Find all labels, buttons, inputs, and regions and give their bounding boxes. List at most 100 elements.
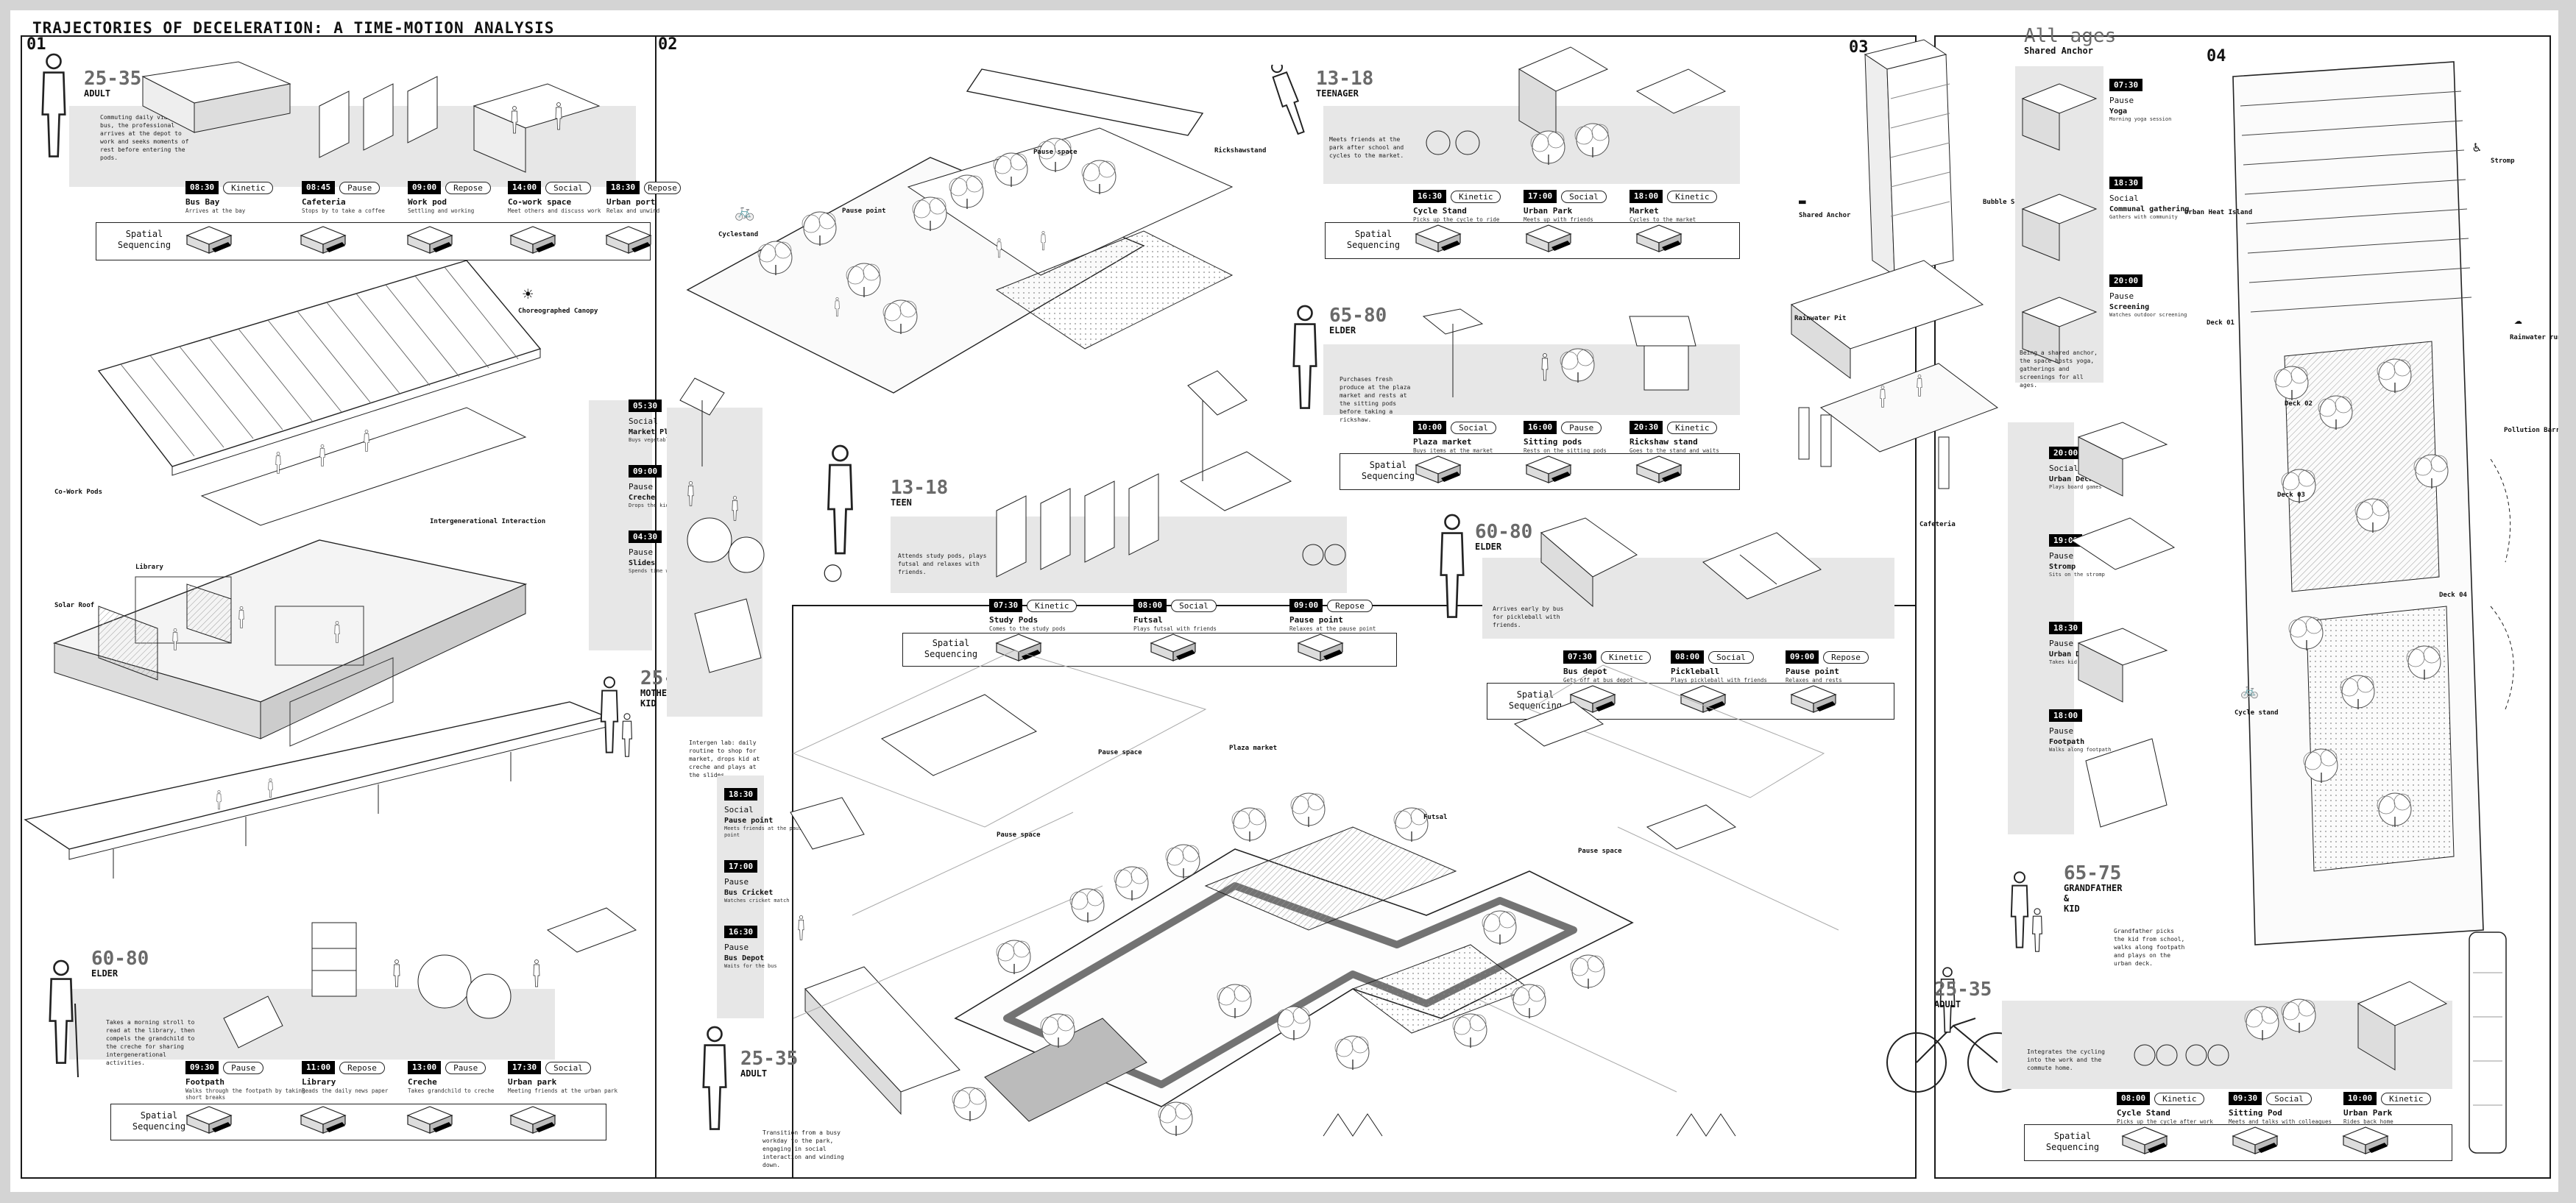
age: 25-35 [1934, 979, 1992, 1001]
age: 25-35 [740, 1048, 799, 1070]
place: Urban park [508, 1077, 557, 1087]
sequence-label: Spatial Sequencing [132, 1110, 186, 1132]
desc: Relaxes and rests [1786, 677, 1842, 684]
role: ADULT [1934, 999, 1961, 1009]
desc: Watches outdoor screening [2109, 312, 2187, 318]
desc: Meet others and discuss work [508, 207, 601, 214]
time-badge: 08:30 [185, 181, 219, 194]
p4-callout-urban-heat-island: Urban Heat Island [2184, 209, 2253, 216]
p2-adult-band [717, 776, 764, 1018]
mode-pill: Pause [223, 1061, 264, 1074]
time-badge: 18:30 [2109, 177, 2143, 189]
p1-bottom-pods [186, 1106, 556, 1134]
role: GRANDFATHER & KID [2064, 883, 2123, 914]
place: Creche [629, 494, 656, 502]
place: Futsal [1133, 615, 1163, 625]
wheelchair-icon: ♿ [2473, 140, 2481, 155]
time-badge: 05:30 [629, 400, 662, 412]
place: Cycle Stand [1413, 206, 1467, 216]
time-badge: 09:00 [1289, 599, 1323, 612]
age: 65-80 [1329, 305, 1387, 327]
panel-number-03: 03 [1849, 38, 1869, 57]
place: Urban port [606, 197, 656, 207]
p3-grandfather-art [2070, 422, 2176, 828]
place: Rickshaw stand [1630, 437, 1698, 447]
desc: Picks up the cycle to ride [1413, 216, 1500, 223]
mode: Pause [2049, 551, 2074, 561]
time-badge: 20:00 [2049, 447, 2083, 459]
p2-teen-art [996, 370, 1346, 578]
place: Bus Bay [185, 197, 220, 207]
place: Market [1630, 206, 1659, 216]
mode-pill: Social [1708, 650, 1754, 664]
time-badge: 18:30 [606, 181, 640, 194]
desc: Meets friends at the pause point [724, 826, 805, 838]
mode: Social [724, 805, 754, 815]
place: Stromp [2049, 563, 2076, 571]
p4-linear-park-axonometric [2232, 61, 2514, 945]
mode-pill: Social [1451, 421, 1496, 434]
p1-bottom-isometric-art [223, 907, 637, 1048]
mode: Pause [2049, 726, 2074, 736]
panel-number-01: 01 [26, 35, 46, 54]
place: Urban Park [2343, 1108, 2393, 1118]
age: All ages [2024, 25, 2117, 47]
teen-figure-icon [824, 444, 853, 582]
p3-allages-note: Being a shared anchor, the space hosts y… [2020, 349, 2098, 388]
p2-callout-pause-point: Pause point [842, 207, 886, 215]
p2-teen-note: Attends study pods, plays futsal and rel… [898, 553, 987, 575]
mode: Pause [2109, 96, 2134, 105]
p2-elder2-label: 60-80 ELDER [1475, 522, 1532, 552]
mother-figure-icon [600, 676, 632, 757]
place: Yoga [2109, 107, 2128, 116]
p2-callout-cyclestand: Cyclestand [718, 231, 759, 238]
desc: Spends time with kid [629, 568, 691, 574]
sun-icon: ☀ [523, 284, 534, 305]
p2-teenager-note: Meets friends at the park after school a… [1329, 136, 1404, 159]
p2-teenager-art [1426, 46, 1727, 166]
p3-allages-art [2021, 83, 2098, 364]
place: Work pod [408, 197, 447, 207]
place: Market Plaza [629, 428, 682, 436]
desc: Relaxes at the pause point [1289, 625, 1376, 632]
mode: Pause [629, 547, 654, 557]
desc: Meets up with friends [1524, 216, 1593, 223]
time-badge: 18:00 [2049, 709, 2083, 722]
p2-adult-art [790, 797, 960, 1115]
desc: Relax and unwind [606, 207, 660, 214]
age: 13-18 [1316, 68, 1374, 90]
p4-callout-deck-02: Deck 02 [2285, 400, 2313, 408]
place: Study Pods [989, 615, 1038, 625]
time-badge: 11:00 [302, 1061, 336, 1074]
place: Pause point [1786, 667, 1839, 676]
p1-callout-canopy: Choreographed Canopy [518, 308, 598, 315]
desc: Buys items at the market [1413, 447, 1493, 454]
p1-top-isometric-art [141, 61, 601, 173]
site-callout-pause-space-2: Pause space [997, 831, 1041, 839]
place: Plaza market [1413, 437, 1472, 447]
p1-callout-cowork: Co-Work Pods [54, 489, 103, 496]
mode: Social [2109, 194, 2139, 203]
desc: Comes to the study pods [989, 625, 1066, 632]
place: Urban Park [1524, 206, 1573, 216]
teenager-figure-icon [1267, 65, 1310, 137]
place: Footpath [185, 1077, 224, 1087]
desc: Picks up the cycle after work [2117, 1118, 2213, 1125]
poster-title: TRAJECTORIES OF DECELERATION: A TIME-MOT… [32, 19, 555, 37]
p4-callout-rainwater-runoff: Rainwater runoff [2510, 334, 2558, 341]
site-callout-plaza-market: Plaza market [1229, 745, 1278, 752]
place: Sitting pods [1524, 437, 1582, 447]
mode-pill: Social [1171, 599, 1217, 612]
mode-pill: Repose [445, 181, 491, 194]
mode-pill: Pause [445, 1061, 486, 1074]
p2-teen-label: 13-18 TEEN [891, 478, 948, 508]
